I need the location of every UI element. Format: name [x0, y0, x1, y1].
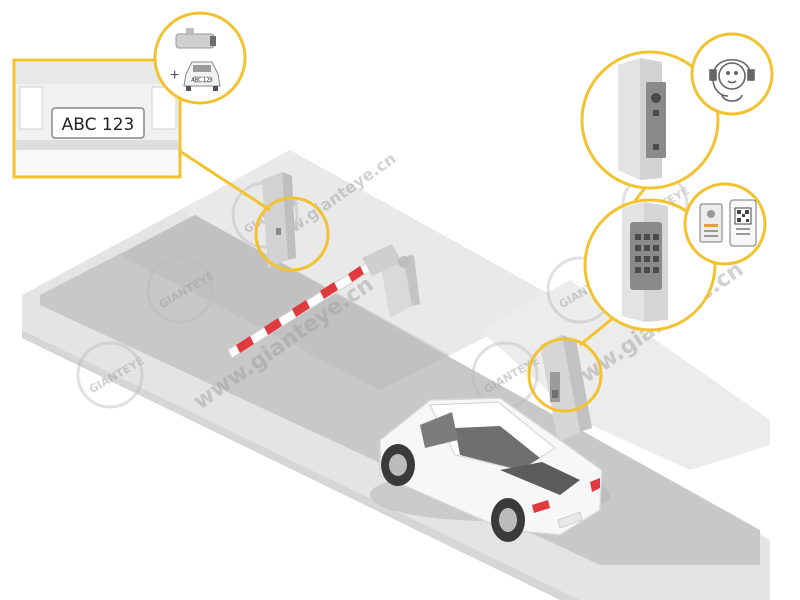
road-shade: [120, 215, 450, 390]
barrier-gate: [227, 238, 420, 359]
access-terminal: [540, 335, 592, 442]
operator-headset-icon: [709, 59, 755, 102]
license-plate-text: ABC 123: [62, 115, 135, 135]
intercom-callout: [580, 50, 720, 190]
camera-car-callout: + ABC 123: [153, 11, 247, 105]
license-plate: [51, 107, 145, 139]
plus-sign: +: [170, 67, 179, 84]
id-card-icon: [699, 203, 723, 243]
island: [480, 280, 770, 470]
credentials-callout: [683, 182, 767, 266]
operator-callout: [690, 32, 774, 116]
keypad-icon: [622, 202, 668, 322]
car: [370, 397, 610, 542]
plate-callout: ABC 123: [12, 58, 182, 179]
keypad-callout: [583, 198, 717, 332]
lpr-camera-pole: [262, 172, 296, 268]
qr-phone-icon: [729, 199, 757, 247]
terminal-highlight: [527, 337, 603, 413]
camera-icon: [175, 28, 216, 49]
car-icon: ABC 123: [183, 61, 221, 91]
curb: [22, 330, 580, 600]
camera-pole-highlight: [254, 196, 330, 272]
svg-text:ABC 123: ABC 123: [191, 78, 212, 84]
intercom-icon: [618, 58, 666, 180]
